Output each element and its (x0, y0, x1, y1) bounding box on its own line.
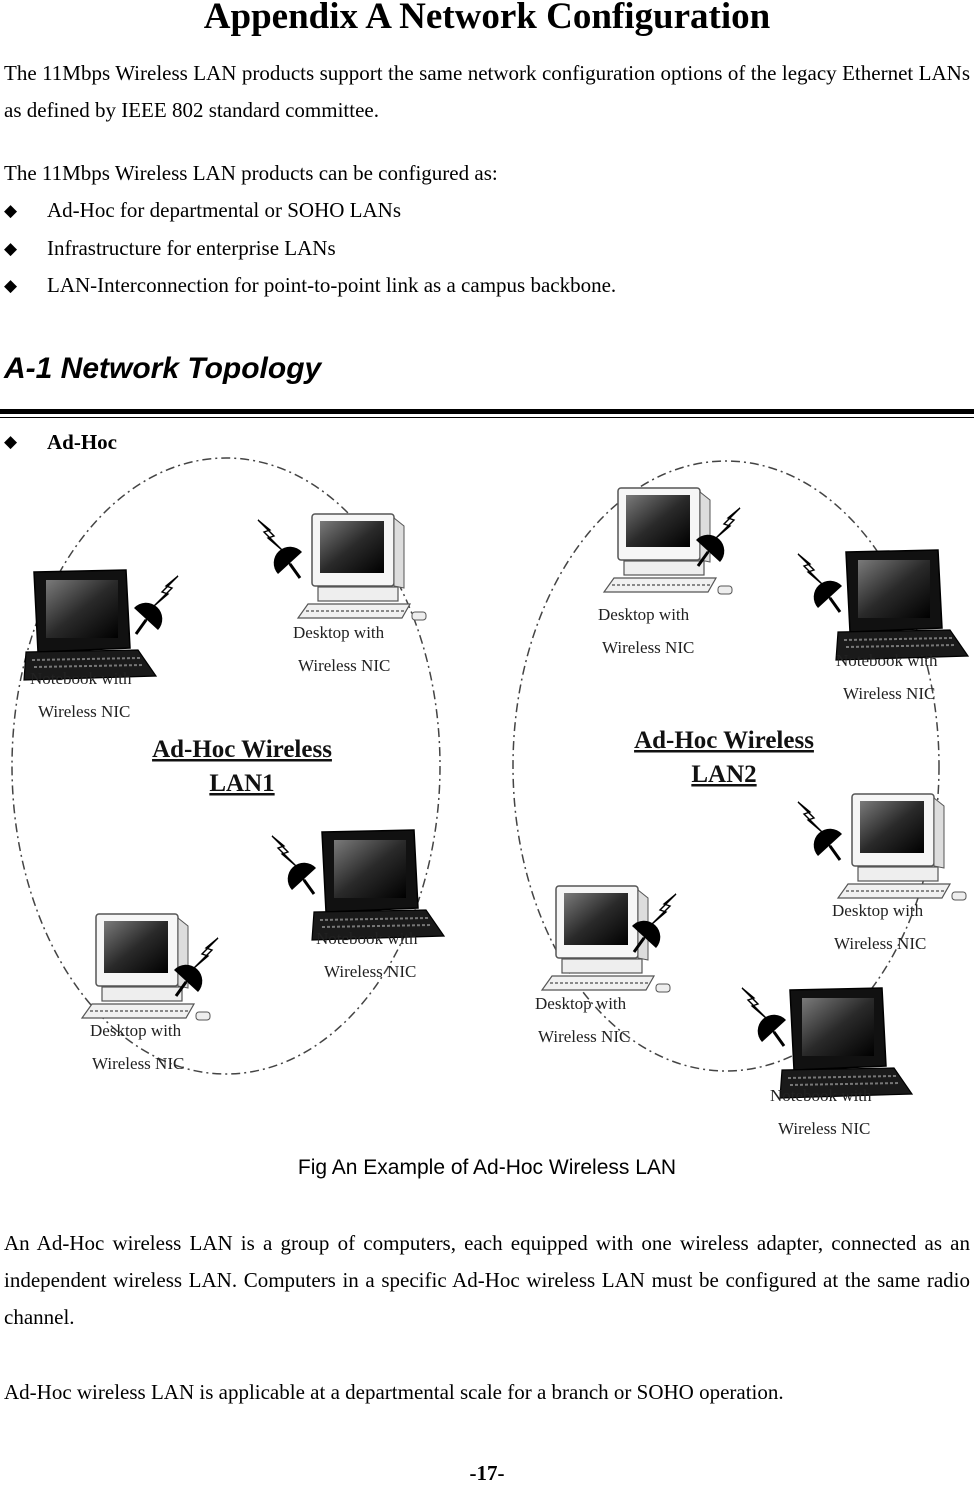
node-label: Wireless NIC (834, 934, 926, 953)
subsection-label: Ad-Hoc (47, 430, 117, 454)
node-label: Notebook with (30, 669, 132, 688)
node-label: Notebook with (316, 929, 418, 948)
option-text: Infrastructure for enterprise LANs (47, 235, 336, 260)
body-paragraph: Ad-Hoc wireless LAN is applicable at a d… (4, 1380, 784, 1404)
section-heading: A-1 Network Topology (4, 352, 322, 385)
desktop-icon (837, 793, 967, 901)
config-lead: The 11Mbps Wireless LAN products can be … (4, 161, 498, 185)
list-item: ◆ Infrastructure for enterprise LANs (4, 230, 616, 268)
antenna-icon (796, 800, 844, 862)
node-label: Wireless NIC (778, 1119, 870, 1138)
section-rule-thin (0, 417, 974, 418)
section-rule-thick (0, 409, 974, 414)
node-label: Wireless NIC (38, 702, 130, 721)
diamond-bullet-icon: ◆ (4, 238, 18, 258)
page-number: -17- (469, 1461, 505, 1485)
lan1-title: LAN1 (209, 770, 274, 797)
page-title: Appendix A Network Configuration (203, 0, 771, 37)
node-label: Wireless NIC (298, 656, 390, 675)
figure-caption: Fig An Example of Ad-Hoc Wireless LAN (297, 1156, 677, 1179)
option-text: Ad-Hoc for departmental or SOHO LANs (47, 198, 401, 222)
lan1-title: Ad-Hoc Wireless (152, 736, 332, 763)
option-text: LAN-Interconnection for point-to-point l… (47, 273, 617, 297)
node-label: Wireless NIC (602, 638, 694, 657)
lan2-title: Ad-Hoc Wireless (634, 727, 814, 754)
node-label: Desktop with (832, 901, 924, 920)
diamond-bullet-icon: ◆ (4, 201, 18, 220)
notebook-icon (311, 829, 445, 941)
node-label: Wireless NIC (538, 1027, 630, 1046)
intro-paragraph: The 11Mbps Wireless LAN products support… (4, 61, 970, 122)
antenna-icon (740, 986, 788, 1048)
subsection-heading: ◆ Ad-Hoc (4, 424, 117, 460)
lan1-boundary (11, 457, 441, 1075)
body-paragraph: An Ad-Hoc wireless LAN is a group of com… (4, 1231, 970, 1329)
node-label: Wireless NIC (92, 1054, 184, 1073)
diamond-bullet-icon: ◆ (4, 432, 18, 451)
diamond-bullet-icon: ◆ (4, 276, 18, 295)
node-label: Desktop with (535, 994, 627, 1013)
desktop-icon (297, 513, 427, 621)
list-item: ◆ Ad-Hoc for departmental or SOHO LANs (4, 192, 616, 230)
node-label: Desktop with (598, 605, 690, 624)
antenna-icon (270, 834, 318, 896)
notebook-icon (779, 987, 913, 1099)
config-options-list: ◆ Ad-Hoc for departmental or SOHO LANs ◆ I… (4, 192, 616, 305)
node-label: Notebook with (770, 1086, 872, 1105)
node-label: Wireless NIC (843, 684, 935, 703)
lan2-title: LAN2 (691, 761, 756, 788)
node-label: Desktop with (293, 623, 385, 642)
notebook-icon (23, 569, 157, 681)
node-label: Notebook with (836, 651, 938, 670)
antenna-icon (796, 552, 844, 614)
lan2-boundary (512, 460, 940, 1072)
node-label: Wireless NIC (324, 962, 416, 981)
antenna-icon (132, 574, 180, 636)
node-label: Desktop with (90, 1021, 182, 1040)
notebook-icon (835, 549, 969, 661)
antenna-icon (256, 518, 304, 580)
adhoc-diagram: Notebook with Wireless NIC Desktop with … (11, 457, 969, 1138)
list-item: ◆ LAN-Interconnection for point-to-point … (4, 267, 616, 305)
